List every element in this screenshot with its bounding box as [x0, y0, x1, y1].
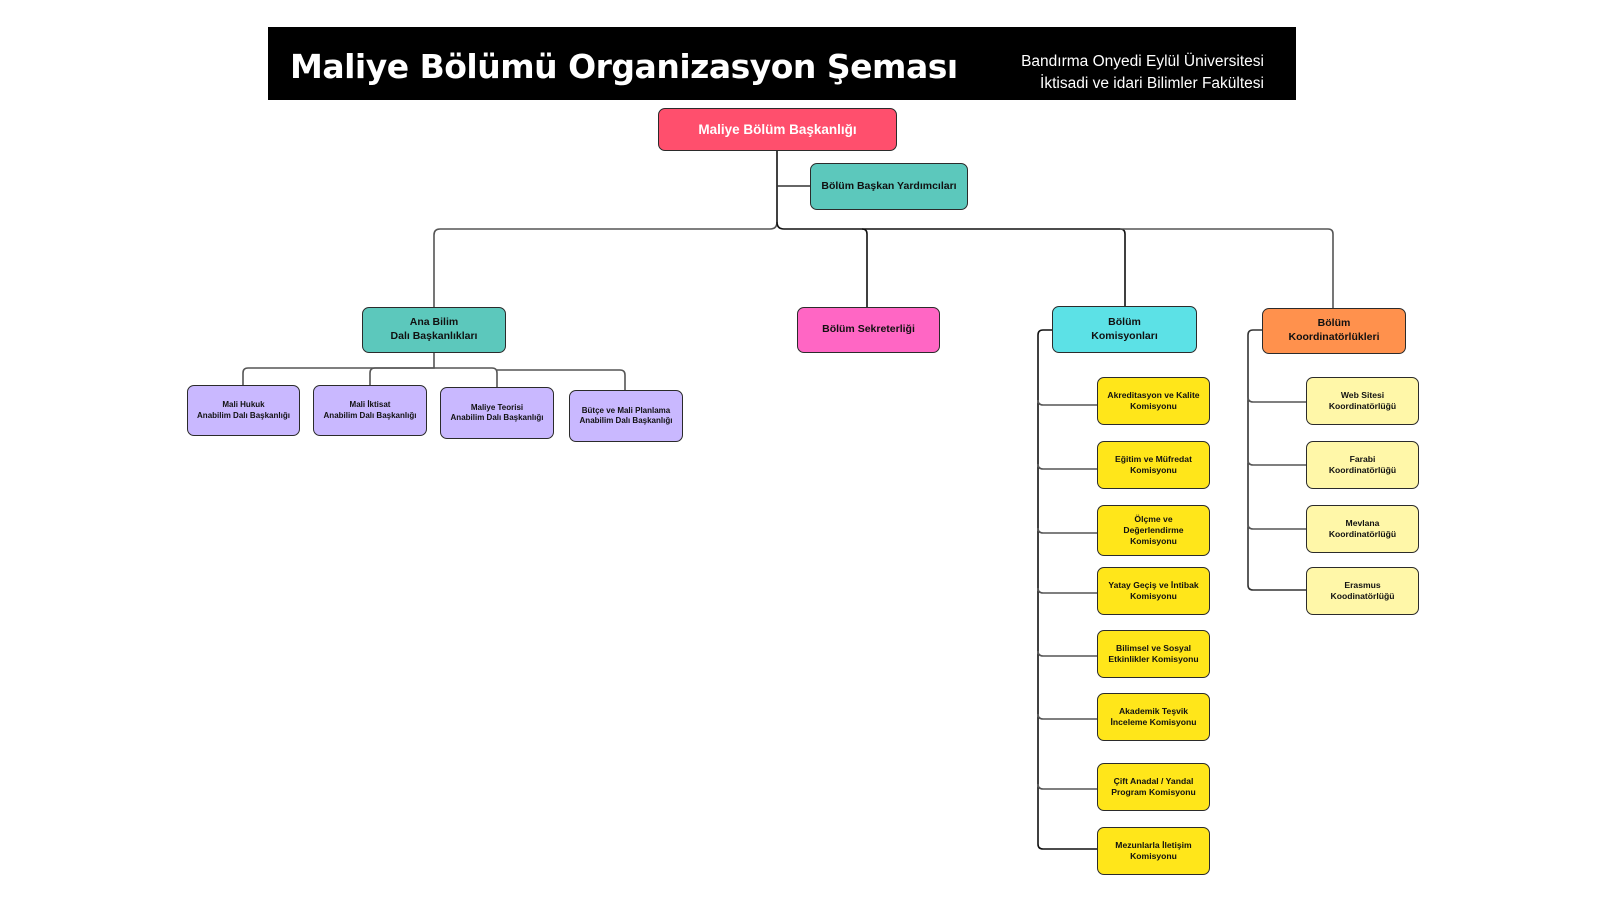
- node-abd-mali-hukuk[interactable]: Mali Hukuk Anabilim Dalı Başkanlığı: [187, 385, 300, 436]
- node-deputy-heads[interactable]: Bölüm Başkan Yardımcıları: [810, 163, 968, 210]
- chart-title: Maliye Bölümü Organizasyon Şeması: [290, 47, 958, 86]
- node-commission-egitim[interactable]: Eğitim ve Müfredat Komisyonu: [1097, 441, 1210, 489]
- node-commission-mezunlar[interactable]: Mezunlarla İletişim Komisyonu: [1097, 827, 1210, 875]
- chart-header: Maliye Bölümü Organizasyon Şeması Bandır…: [268, 27, 1296, 100]
- node-coord-mevlana[interactable]: Mevlana Koordinatörlüğü: [1306, 505, 1419, 553]
- connector-abd-4: [497, 369, 626, 390]
- connector-abd-2: [369, 367, 434, 385]
- node-commission-akademik-tesvik[interactable]: Akademik Teşvik İnceleme Komisyonu: [1097, 693, 1210, 741]
- connector-abd-3: [434, 367, 498, 387]
- node-coord-web[interactable]: Web Sitesi Koordinatörlüğü: [1306, 377, 1419, 425]
- connector-com-3: [1037, 527, 1097, 534]
- connector-com-5: [1037, 650, 1097, 657]
- node-abd-butce[interactable]: Bütçe ve Mali Planlama Anabilim Dalı Baş…: [569, 390, 683, 442]
- connector-coordinators-spine: [1247, 329, 1306, 591]
- node-commission-cift-anadal[interactable]: Çift Anadal / Yandal Program Komisyonu: [1097, 763, 1210, 811]
- node-coord-erasmus[interactable]: Erasmus Koodinatörlüğü: [1306, 567, 1419, 615]
- connector-abd-1: [242, 353, 435, 385]
- faculty-name: İktisadi ve idari Bilimler Fakültesi: [1040, 75, 1264, 92]
- node-commission-olcme[interactable]: Ölçme ve Değerlendirme Komisyonu: [1097, 505, 1210, 556]
- node-commission-bilimsel[interactable]: Bilimsel ve Sosyal Etkinlikler Komisyonu: [1097, 630, 1210, 678]
- connector-coordinators: [1120, 228, 1334, 308]
- connector-com-6: [1037, 713, 1097, 720]
- connector-coord-1: [1247, 396, 1306, 403]
- node-commission-yatay-gecis[interactable]: Yatay Geçiş ve İntibak Komisyonu: [1097, 567, 1210, 615]
- connector-commissions-spine: [1037, 329, 1097, 850]
- node-abd-mali-iktisat[interactable]: Mali İktisat Anabilim Dalı Başkanlığı: [313, 385, 427, 436]
- connector-commissions: [862, 228, 1126, 307]
- connector-com-4: [1037, 587, 1097, 594]
- connector-coord-2: [1247, 459, 1306, 466]
- connector-ana-bilim: [433, 221, 778, 307]
- connector-com-2: [1037, 463, 1097, 470]
- connector-com-7: [1037, 783, 1097, 790]
- node-commissions[interactable]: Bölüm Komisyonları: [1052, 306, 1197, 353]
- connector-coord-3: [1247, 523, 1306, 530]
- institution-info: Bandırma Onyedi Eylül Üniversitesi İktis…: [1021, 51, 1264, 95]
- node-abd-maliye-teorisi[interactable]: Maliye Teorisi Anabilim Dalı Başkanlığı: [440, 387, 554, 439]
- node-ana-bilim-heads[interactable]: Ana Bilim Dalı Başkanlıkları: [362, 307, 506, 353]
- node-commission-akreditasyon[interactable]: Akreditasyon ve Kalite Komisyonu: [1097, 377, 1210, 425]
- university-name: Bandırma Onyedi Eylül Üniversitesi: [1021, 53, 1264, 70]
- connector-com-1: [1037, 399, 1097, 406]
- node-coordinators[interactable]: Bölüm Koordinatörlükleri: [1262, 308, 1406, 354]
- node-department-head[interactable]: Maliye Bölüm Başkanlığı: [658, 108, 897, 151]
- node-secretariat[interactable]: Bölüm Sekreterliği: [797, 307, 940, 353]
- node-coord-farabi[interactable]: Farabi Koordinatörlüğü: [1306, 441, 1419, 489]
- connector-secretariat: [776, 221, 868, 307]
